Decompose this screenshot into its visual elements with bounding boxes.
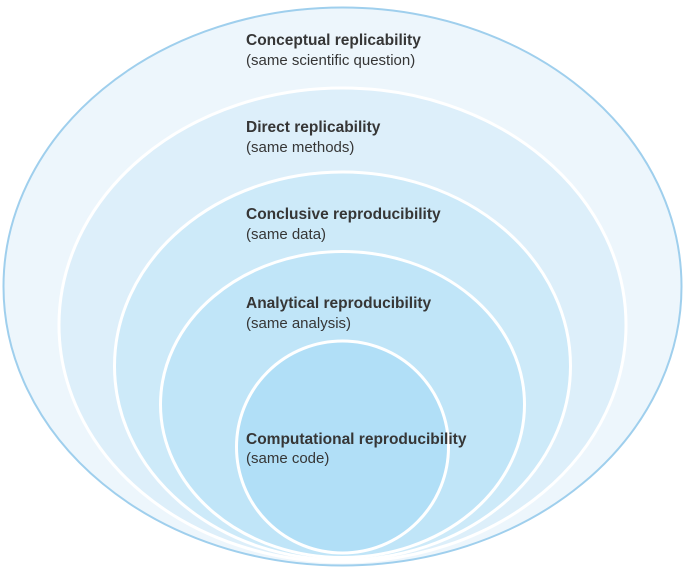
ellipse-computational-reproducibility bbox=[235, 339, 450, 555]
sublabel-computational-reproducibility: (same code) bbox=[246, 450, 329, 467]
sublabel-conceptual-replicability: (same scientific question) bbox=[246, 52, 415, 69]
sublabel-direct-replicability: (same methods) bbox=[246, 139, 354, 156]
sublabel-analytical-reproducibility: (same analysis) bbox=[246, 315, 351, 332]
sublabel-conclusive-reproducibility: (same data) bbox=[246, 226, 326, 243]
label-direct-replicability: Direct replicability bbox=[246, 119, 381, 136]
label-computational-reproducibility: Computational reproducibility bbox=[246, 431, 467, 448]
label-analytical-reproducibility: Analytical reproducibility bbox=[246, 295, 432, 312]
label-conclusive-reproducibility: Conclusive reproducibility bbox=[246, 206, 441, 223]
label-conceptual-replicability: Conceptual replicability bbox=[246, 32, 421, 49]
